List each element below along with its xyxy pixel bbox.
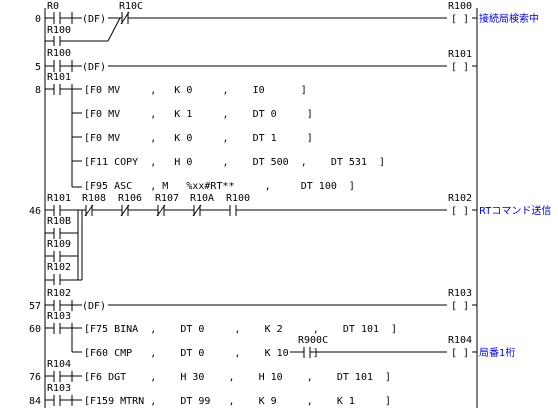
contact-label: R108 (82, 193, 106, 204)
contact-no[interactable] (53, 205, 61, 216)
contact-label: R103 (47, 311, 71, 322)
instruction-f60-cmp[interactable]: [F60 CMP , DT 0 , K 10 ] (84, 348, 319, 359)
contact-label: R100 (47, 25, 71, 36)
coil[interactable]: [ ] (451, 301, 469, 312)
contact-no[interactable] (53, 323, 61, 334)
contact-no[interactable] (53, 371, 61, 382)
contact-nc[interactable] (192, 204, 202, 217)
contact-label: R102 (47, 262, 71, 273)
contact-nc[interactable] (156, 204, 166, 217)
coil[interactable]: [ ] (451, 206, 469, 217)
rung-57[interactable]: 57 R102 (DF) R103 [ ] (29, 288, 477, 312)
coil-label: R103 (448, 288, 472, 299)
step-number: 0 (35, 14, 41, 25)
contact-label: R10A (190, 193, 214, 204)
instruction-f6-dgt[interactable]: [F6 DGT , H 30 , H 10 , DT 101 ] (84, 372, 391, 383)
instruction-f159-mtrn[interactable]: [F159 MTRN , DT 99 , K 9 , K 1 ] (84, 396, 391, 407)
contact-label: R102 (47, 288, 71, 299)
step-number: 57 (29, 301, 41, 312)
step-number: 46 (29, 206, 41, 217)
rung-84[interactable]: 84 R103 [F159 MTRN , DT 99 , K 9 , K 1 ] (29, 383, 391, 407)
coil-label: R100 (448, 1, 472, 12)
contact-nc[interactable] (120, 204, 130, 217)
contact-label: R104 (47, 359, 71, 370)
contact-label: R10C (119, 1, 143, 12)
contact-label: R0 (47, 1, 59, 12)
instruction-f0-mv[interactable]: [F0 MV , K 0 , I0 ] (84, 85, 307, 96)
contact-no[interactable] (53, 12, 61, 24)
contact-label: R103 (47, 383, 71, 394)
instruction-f0-mv[interactable]: [F0 MV , K 0 , DT 1 ] (84, 133, 313, 144)
rung-0[interactable]: 0 R0 (DF) R10C R100 [ ] 接続局検索中 R100 (35, 1, 539, 46)
df-instruction[interactable]: (DF) (82, 301, 106, 312)
contact-label: R107 (155, 193, 179, 204)
contact-label: R101 (47, 193, 71, 204)
step-number: 60 (29, 324, 41, 335)
step-number: 5 (35, 62, 41, 73)
contact-label: R109 (47, 239, 71, 250)
contact-no[interactable] (53, 84, 61, 95)
contact-label: R10B (47, 216, 71, 227)
instruction-f95-asc[interactable]: [F95 ASC , M %xx#RT** , DT 100 ] (84, 181, 355, 192)
instruction-f11-copy[interactable]: [F11 COPY , H 0 , DT 500 , DT 531 ] (84, 157, 385, 168)
contact-nc[interactable] (84, 204, 94, 217)
rung-60[interactable]: 60 R103 [F75 BINA , DT 0 , K 2 , DT 101 … (29, 311, 515, 359)
contact-no[interactable] (229, 205, 237, 216)
contact-label: R106 (118, 193, 142, 204)
coil[interactable]: [ ] (451, 62, 469, 73)
step-number: 8 (35, 85, 41, 96)
coil[interactable]: [ ] (451, 348, 469, 359)
contact-label: R100 (47, 48, 71, 59)
contact-label: R900C (298, 335, 328, 346)
coil[interactable]: [ ] (451, 14, 469, 25)
rung-8[interactable]: 8 R101 [F0 MV , K 0 , I0 ] [F0 MV , K 1 … (35, 72, 385, 192)
step-number: 76 (29, 372, 41, 383)
contact-label: R100 (226, 193, 250, 204)
contact-nc[interactable] (120, 11, 130, 25)
instruction-f75-bina[interactable]: [F75 BINA , DT 0 , K 2 , DT 101 ] (84, 324, 397, 335)
contact-no[interactable] (53, 36, 61, 46)
df-instruction[interactable]: (DF) (82, 14, 106, 25)
coil-label: R102 (448, 193, 472, 204)
rung-5[interactable]: 5 R100 (DF) R101 [ ] (35, 48, 477, 73)
contact-no[interactable] (53, 228, 61, 239)
contact-no[interactable] (53, 395, 61, 406)
coil-label: R104 (448, 335, 472, 346)
contact-label: R101 (47, 72, 71, 83)
step-number: 84 (29, 396, 41, 407)
rung-76[interactable]: 76 R104 [F6 DGT , H 30 , H 10 , DT 101 ] (29, 359, 391, 383)
rung-46[interactable]: 46 R101 R108 R106 R107 R10A R100 (29, 193, 551, 285)
coil-label: R101 (448, 49, 472, 60)
df-instruction[interactable]: (DF) (82, 62, 106, 73)
rung-comment: 局番1桁 (479, 346, 515, 359)
contact-no[interactable] (53, 60, 61, 72)
contact-no[interactable] (53, 251, 61, 262)
contact-no[interactable] (53, 274, 61, 285)
contact-no[interactable] (53, 300, 61, 311)
instruction-f0-mv[interactable]: [F0 MV , K 1 , DT 0 ] (84, 109, 313, 120)
rung-comment: 接続局検索中 (479, 12, 539, 25)
rung-comment: RTコマンド送信 (479, 204, 551, 217)
